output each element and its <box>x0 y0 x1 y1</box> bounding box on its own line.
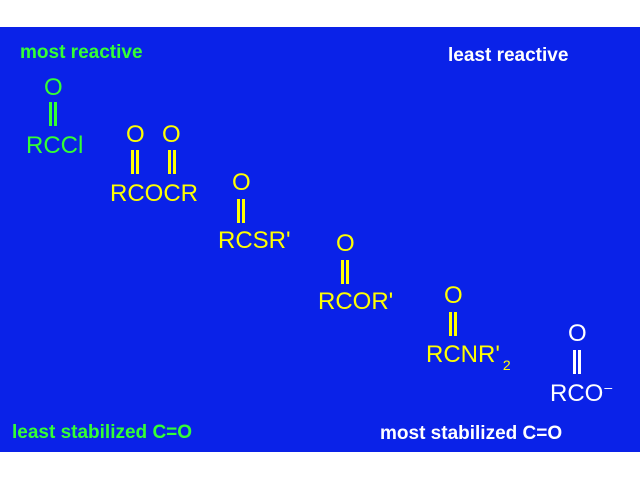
slide-background: most reactive least reactive least stabi… <box>0 27 640 452</box>
amide-double-bond <box>449 312 457 336</box>
acyl-chloride-formula: RCCl <box>26 132 84 159</box>
acyl-chloride-oxygen: O <box>44 74 63 101</box>
amide-formula: RCNR'2 <box>426 341 511 373</box>
least-stabilized-label: least stabilized C=O <box>12 422 193 443</box>
carboxylate-double-bond <box>573 350 581 374</box>
carboxylate-formula: RCO– <box>550 379 613 407</box>
ester-double-bond <box>341 260 349 284</box>
thioester-formula: RCSR' <box>218 227 291 254</box>
anhydride-oxygen-1: O <box>126 121 145 148</box>
anhydride-double-bond-2 <box>168 150 176 174</box>
anhydride-oxygen-2: O <box>162 121 181 148</box>
ester-oxygen: O <box>336 230 355 257</box>
anhydride-formula: RCOCR <box>110 180 198 207</box>
carboxylate-formula-main: RCO <box>550 380 604 407</box>
least-reactive-label: least reactive <box>448 45 569 66</box>
ester-formula: RCOR' <box>318 288 394 315</box>
acyl-chloride-double-bond <box>49 102 57 126</box>
carboxylate-oxygen: O <box>568 320 587 347</box>
carboxylate-charge: – <box>604 379 613 395</box>
amide-formula-main: RCNR' <box>426 341 500 368</box>
most-stabilized-label: most stabilized C=O <box>380 423 563 444</box>
amide-subscript: 2 <box>502 357 511 373</box>
most-reactive-label: most reactive <box>20 42 143 63</box>
thioester-oxygen: O <box>232 169 251 196</box>
anhydride-double-bond-1 <box>131 150 139 174</box>
thioester-double-bond <box>237 199 245 223</box>
amide-oxygen: O <box>444 282 463 309</box>
